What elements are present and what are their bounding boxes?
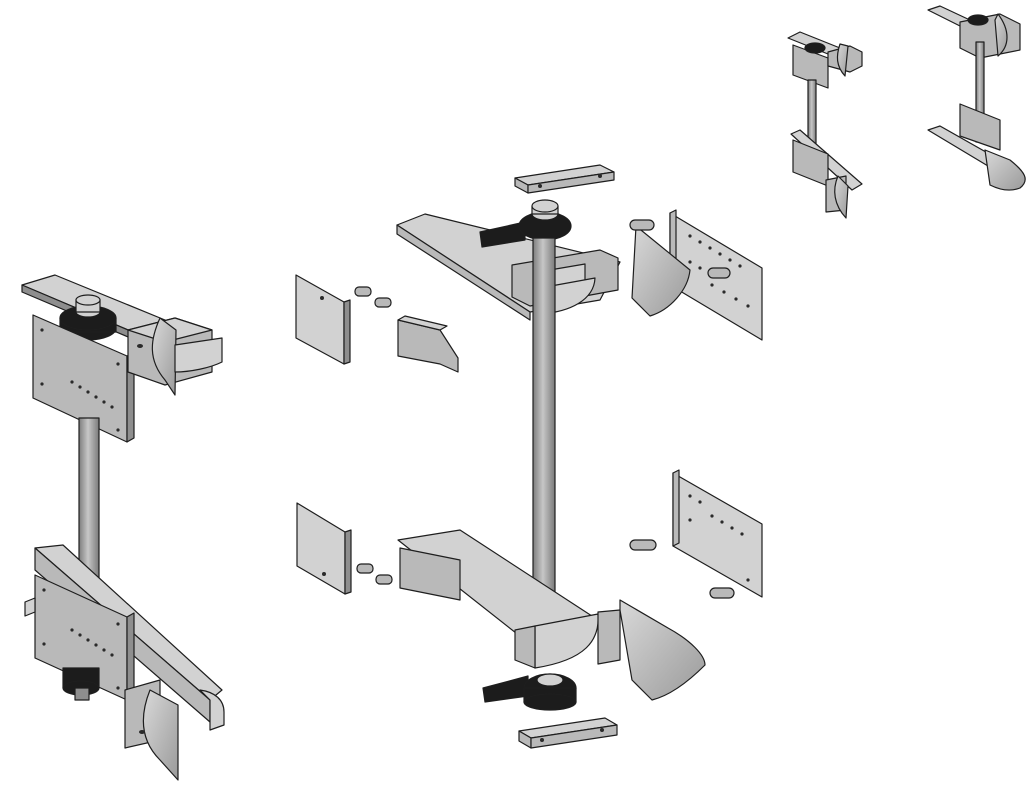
right-lower-guard — [619, 599, 706, 701]
exploded-shaft — [532, 237, 556, 599]
top-spacer-bar — [514, 164, 615, 194]
right-lower-plate — [672, 472, 763, 598]
thumbnail-side-view — [927, 5, 1026, 191]
right-lower-pins — [629, 539, 735, 599]
bottom-crank-arm — [482, 673, 577, 711]
right-upper-guard — [631, 225, 691, 317]
lower-pins — [356, 563, 393, 585]
assembled-view — [21, 274, 225, 781]
exploded-view — [295, 164, 763, 749]
thumbnail-front-view — [787, 31, 863, 219]
bottom-bearing — [62, 667, 100, 701]
left-upper-pad — [295, 274, 345, 365]
upper-angle-bracket — [397, 319, 459, 373]
left-lower-pad — [296, 502, 346, 595]
upper-pins — [354, 286, 392, 308]
bottom-spacer-bar — [518, 717, 618, 749]
top-crank-arm — [479, 199, 572, 248]
